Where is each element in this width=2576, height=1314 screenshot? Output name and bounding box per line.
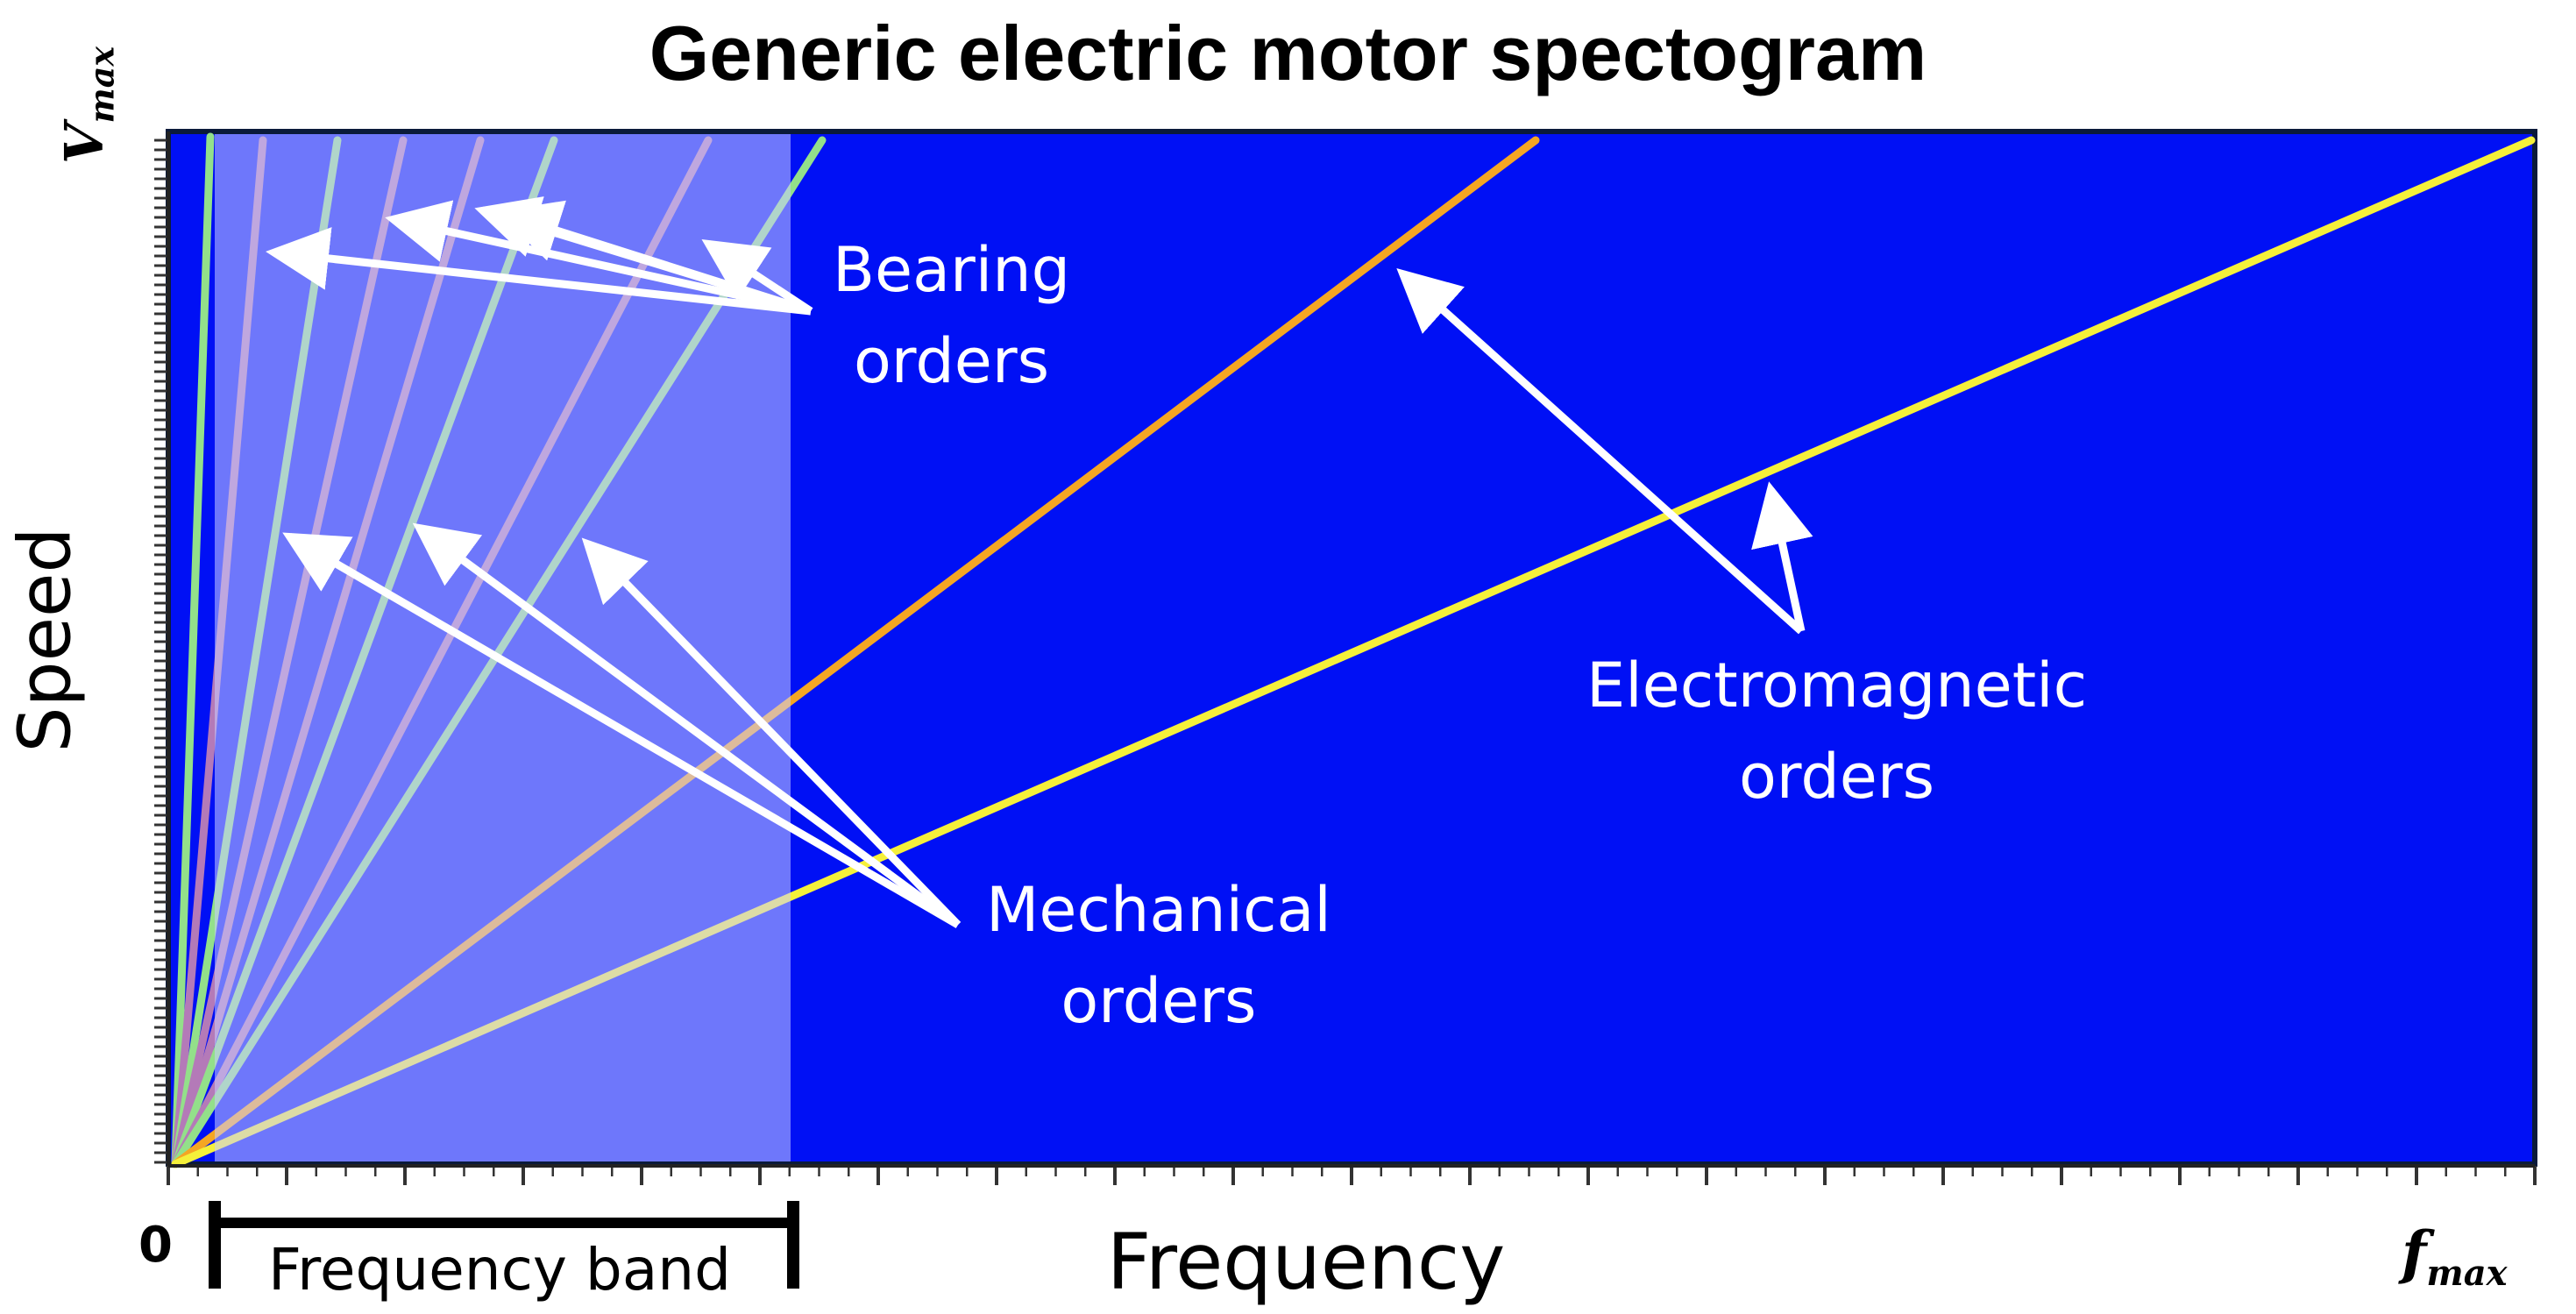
mechanical-order-line <box>171 132 215 1168</box>
x-axis-ticks <box>167 1166 2537 1185</box>
y-axis-max-label: Vmax <box>53 46 122 165</box>
y-axis-ticks <box>154 139 168 1164</box>
frequency-band-region <box>215 134 791 1161</box>
electromagnetic-arrow <box>1751 481 1813 632</box>
mechanical-arrow <box>581 537 962 928</box>
figure-title: Generic electric motor spectogram <box>649 10 1927 96</box>
y-axis-label: Speed <box>4 527 88 753</box>
mechanical-arrow <box>282 532 961 928</box>
frequency-band-bracket <box>209 1201 799 1289</box>
bearing-arrow <box>701 239 813 315</box>
x-axis-max-label: fmax <box>2402 1218 2508 1295</box>
annotation-arrows <box>266 196 1813 928</box>
bearing-arrow <box>266 227 812 316</box>
bearing-orders-annotation: Bearing orders <box>833 224 1070 407</box>
frequency-band-label: Frequency band <box>268 1236 731 1303</box>
bearing-orders-line-1: Bearing <box>833 234 1071 306</box>
electromagnetic-orders-line-1: Electromagnetic <box>1586 650 2088 721</box>
x-axis-label: Frequency <box>1106 1217 1506 1307</box>
mechanical-orders-line-2: orders <box>1061 965 1257 1037</box>
electromagnetic-orders-line-2: orders <box>1738 741 1935 813</box>
bearing-orders-line-2: orders <box>853 325 1050 397</box>
mechanical-orders-annotation: Mechanical orders <box>986 864 1331 1047</box>
electromagnetic-arrow <box>1396 267 1805 635</box>
mechanical-arrow <box>412 522 961 928</box>
mechanical-orders-line-1: Mechanical <box>986 874 1331 946</box>
electromagnetic-orders-annotation: Electromagnetic orders <box>1586 640 2087 822</box>
x-axis-zero-label: 0 <box>138 1217 173 1274</box>
